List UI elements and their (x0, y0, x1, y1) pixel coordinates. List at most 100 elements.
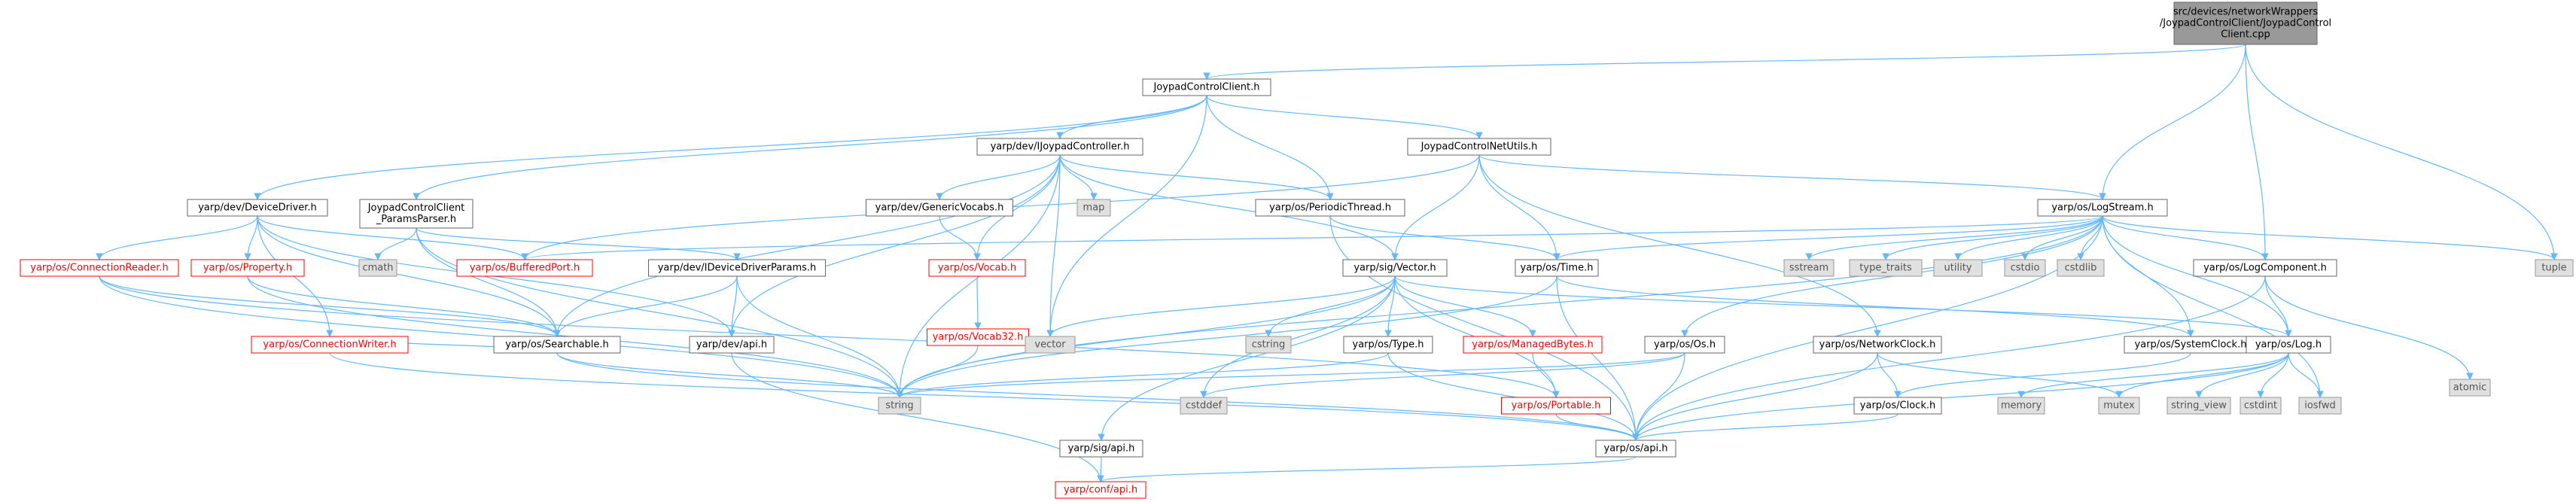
edge-jcc_h-to-jcnu (1206, 95, 1483, 139)
node-label: yarp/os/SystemClock.h (2135, 339, 2247, 351)
node-label: JoypadControlClient.h (1153, 82, 1260, 93)
node-ostime[interactable]: yarp/os/Time.h (1515, 259, 1599, 277)
edge-ijoy-to-devapi (728, 154, 1061, 337)
node-box (187, 199, 328, 217)
node-box (1025, 336, 1076, 354)
edge-devapi-to-confapi (731, 352, 1104, 482)
node-label: yarp/os/Property.h (203, 263, 292, 274)
edge-root-to-jcc_h (1203, 44, 2246, 80)
node-box (493, 336, 621, 354)
node-sigapi[interactable]: yarp/sig/api.h (1059, 440, 1143, 458)
node-jcnu[interactable]: JoypadControlNetUtils.h (1407, 138, 1551, 156)
edge-ijoy-to-vector (1046, 154, 1061, 337)
node-connwriter[interactable]: yarp/os/ConnectionWriter.h (251, 336, 409, 354)
edge-clock-to-osapi (1632, 413, 1899, 441)
node-label: yarp/os/BufferedPort.h (470, 263, 580, 274)
node-box (1463, 336, 1603, 354)
node-params[interactable]: JoypadControlClient_ParamsParser.h (359, 199, 473, 229)
edge-sigvector-to-ostype (1384, 275, 1396, 337)
node-label: sstream (1789, 263, 1828, 274)
edge-periodic-to-ostime (1329, 215, 1561, 260)
node-sysclock[interactable]: yarp/os/SystemClock.h (2124, 336, 2258, 354)
node-managedbytes[interactable]: yarp/os/ManagedBytes.h (1463, 336, 1603, 354)
edge-jcc_h-to-ijoy (1056, 95, 1207, 139)
node-periodic[interactable]: yarp/os/PeriodicThread.h (1255, 199, 1405, 217)
edge-ostype-to-string (896, 352, 1389, 398)
edge-devdriver-to-connreader (96, 215, 258, 260)
edge-logcomp-to-oslog (2264, 275, 2292, 337)
node-box (1515, 259, 1599, 277)
node-box (2246, 336, 2331, 354)
edge-sigvector-to-string (896, 275, 1396, 398)
dependency-edges (96, 44, 2558, 482)
node-logcomp[interactable]: yarp/os/LogComponent.h (2193, 259, 2337, 277)
edge-params-to-searchable (416, 227, 561, 337)
node-label: yarp/dev/IJoypadController.h (991, 141, 1130, 153)
node-label: cstdio (2011, 263, 2040, 274)
edge-devdriver-to-bufport (257, 215, 528, 260)
node-box (1245, 336, 1292, 354)
edge-property-to-searchable (247, 275, 561, 337)
node-label: yarp/os/Time.h (1521, 263, 1594, 274)
edge-idevparams-to-devapi (728, 275, 738, 337)
node-box (1255, 199, 1405, 217)
node-connreader[interactable]: yarp/os/ConnectionReader.h (20, 259, 179, 277)
node-logstream[interactable]: yarp/os/LogStream.h (2037, 199, 2168, 217)
edge-osos-to-osapi (1632, 352, 1685, 441)
edge-logcomp-to-osapi (1632, 275, 2266, 441)
node-bufport[interactable]: yarp/os/BufferedPort.h (456, 259, 593, 277)
edge-logstream-to-string (896, 215, 2103, 398)
node-netclock[interactable]: yarp/os/NetworkClock.h (1813, 336, 1942, 354)
node-box (2298, 397, 2342, 415)
node-property[interactable]: yarp/os/Property.h (190, 259, 305, 277)
node-box (648, 259, 826, 277)
edge-root-to-tuple (2245, 44, 2558, 260)
edge-vocab-to-vocab32 (974, 275, 982, 330)
node-iosfwd: iosfwd (2298, 397, 2342, 415)
node-osapi[interactable]: yarp/os/api.h (1595, 440, 1676, 458)
node-box (2449, 379, 2491, 397)
edge-osapi-to-confapi (1097, 456, 1637, 482)
edge-devdriver-to-searchable (257, 215, 561, 337)
node-searchable[interactable]: yarp/os/Searchable.h (493, 336, 621, 354)
node-devapi[interactable]: yarp/dev/api.h (689, 336, 775, 354)
edge-sigvector-to-oslog (1394, 275, 2292, 337)
edge-sigvector-to-sigapi (1098, 275, 1396, 441)
edge-logstream-to-sstream (1805, 215, 2103, 260)
node-jcc_h[interactable]: JoypadControlClient.h (1142, 78, 1271, 96)
node-genvocabs[interactable]: yarp/dev/GenericVocabs.h (866, 199, 1013, 217)
node-box (866, 199, 1013, 217)
node-oslog[interactable]: yarp/os/Log.h (2246, 336, 2331, 354)
node-cstdlib: cstdlib (2057, 259, 2105, 277)
node-label: mutex (2103, 400, 2135, 412)
node-label: string_view (2171, 400, 2227, 412)
node-confapi[interactable]: yarp/conf/api.h (1055, 481, 1146, 499)
edge-oslog-to-osapi (1632, 352, 2289, 441)
node-idevparams[interactable]: yarp/dev/IDeviceDriverParams.h (648, 259, 826, 277)
node-label: yarp/os/api.h (1604, 443, 1668, 455)
edge-logstream-to-utility (1954, 215, 2103, 260)
node-box (1142, 78, 1271, 96)
node-cstdint: cstdint (2240, 397, 2282, 415)
node-box (2173, 2, 2318, 45)
node-box (2004, 259, 2046, 277)
node-devdriver[interactable]: yarp/dev/DeviceDriver.h (187, 199, 328, 217)
node-box (976, 138, 1143, 156)
node-label: yarp/os/ManagedBytes.h (1472, 339, 1593, 351)
node-root[interactable]: src/devices/networkWrappers/JoypadContro… (2160, 2, 2331, 45)
node-label: yarp/os/Os.h (1654, 339, 1716, 351)
node-sigvector[interactable]: yarp/sig/Vector.h (1342, 259, 1448, 277)
node-box (2057, 259, 2105, 277)
node-ijoy[interactable]: yarp/dev/IJoypadController.h (976, 138, 1143, 156)
edge-root-to-logcomp (2245, 44, 2269, 260)
node-vocab[interactable]: yarp/os/Vocab.h (928, 259, 1026, 277)
node-atomic: atomic (2449, 379, 2491, 397)
node-vocab32[interactable]: yarp/os/Vocab32.h (927, 328, 1029, 346)
node-portable[interactable]: yarp/os/Portable.h (1501, 397, 1611, 415)
node-osos[interactable]: yarp/os/Os.h (1644, 336, 1725, 354)
node-clock[interactable]: yarp/os/Clock.h (1853, 397, 1942, 415)
node-ostype[interactable]: yarp/os/Type.h (1343, 336, 1433, 354)
node-label: atomic (2453, 382, 2486, 394)
node-box (1933, 259, 1983, 277)
